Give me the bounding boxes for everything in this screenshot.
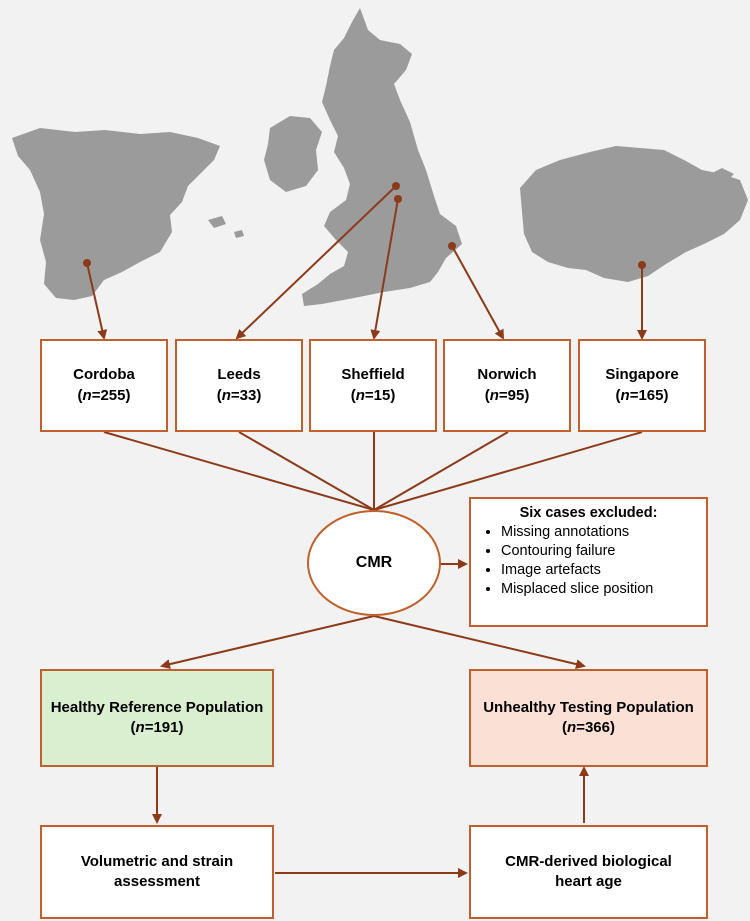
cmr-label: CMR	[355, 554, 393, 571]
heart-age-label: CMR-derived biological heart age	[505, 852, 672, 890]
site-name: Norwich	[477, 366, 537, 384]
unhealthy-arrow	[373, 615, 586, 670]
unhealthy-population-box: Unhealthy Testing Population (n=366)	[469, 669, 708, 767]
list-item: Missing annotations	[501, 523, 696, 542]
list-item: Misplaced slice position	[501, 580, 696, 599]
site-box-singapore: Singapore (n=165)	[578, 339, 706, 432]
healthy-population-box: Healthy Reference Population (n=191)	[40, 669, 274, 767]
assessment-label: Volumetric and strain assessment	[80, 852, 234, 890]
norwich-pin	[448, 242, 456, 250]
singapore-map	[520, 146, 748, 282]
sheffield-arrow	[370, 198, 399, 340]
site-name: Singapore	[605, 366, 679, 384]
list-item: Contouring failure	[501, 542, 696, 561]
spain-map	[12, 128, 220, 300]
leeds-pin	[392, 182, 400, 190]
heart-age-box: CMR-derived biological heart age	[469, 825, 708, 919]
leeds-arrow	[235, 185, 397, 340]
great-britain-map	[302, 8, 462, 306]
ireland-map	[264, 116, 322, 192]
list-item: Image artefacts	[501, 561, 696, 580]
exclusion-box: Six cases excluded: Missing annotations …	[469, 497, 708, 627]
island-map	[208, 216, 226, 228]
healthy-arrow	[160, 615, 375, 670]
sheffield-pin	[394, 195, 402, 203]
island-map	[706, 168, 734, 184]
singapore-pin	[638, 261, 646, 269]
exclusion-list: Missing annotations Contouring failure I…	[481, 523, 696, 598]
exclusion-title: Six cases excluded:	[519, 505, 658, 521]
cordoba-arrow	[86, 262, 108, 340]
site-box-cordoba: Cordoba (n=255)	[40, 339, 168, 432]
cmr-node: CMR	[307, 510, 441, 616]
site-box-norwich: Norwich (n=95)	[443, 339, 571, 432]
connector-line	[238, 431, 375, 511]
connector-line	[373, 431, 643, 511]
site-name: Leeds	[217, 366, 261, 384]
connector-line	[103, 431, 375, 511]
norwich-arrow	[451, 245, 504, 340]
cordoba-pin	[83, 259, 91, 267]
unhealthy-label: Unhealthy Testing Population	[483, 698, 694, 716]
island-map	[234, 230, 244, 238]
assessment-box: Volumetric and strain assessment	[40, 825, 274, 919]
site-box-sheffield: Sheffield (n=15)	[309, 339, 437, 432]
connector-line	[373, 431, 509, 511]
site-name: Cordoba	[73, 366, 135, 384]
site-box-leeds: Leeds (n=33)	[175, 339, 303, 432]
site-name: Sheffield	[341, 366, 405, 384]
healthy-label: Healthy Reference Population	[50, 698, 264, 716]
